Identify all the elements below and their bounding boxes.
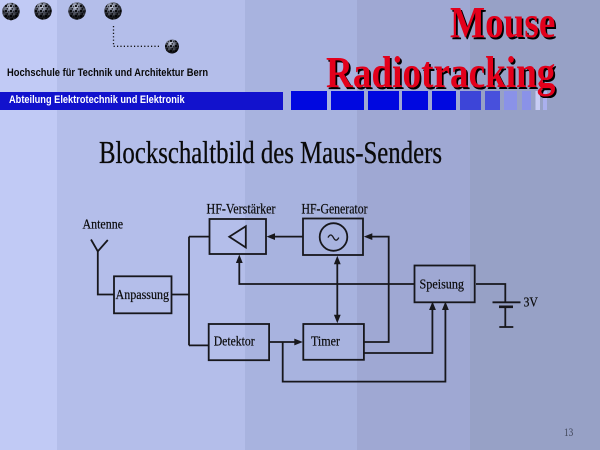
- svg-text:Speisung: Speisung: [420, 277, 465, 292]
- svg-text:HF-Generator: HF-Generator: [302, 202, 368, 218]
- svg-text:Timer: Timer: [311, 333, 340, 348]
- svg-text:Antenne: Antenne: [83, 217, 124, 232]
- svg-text:HF-Verstärker: HF-Verstärker: [207, 201, 276, 217]
- svg-text:Detektor: Detektor: [214, 333, 255, 348]
- svg-text:3V: 3V: [524, 295, 539, 310]
- svg-text:Anpassung: Anpassung: [116, 287, 170, 302]
